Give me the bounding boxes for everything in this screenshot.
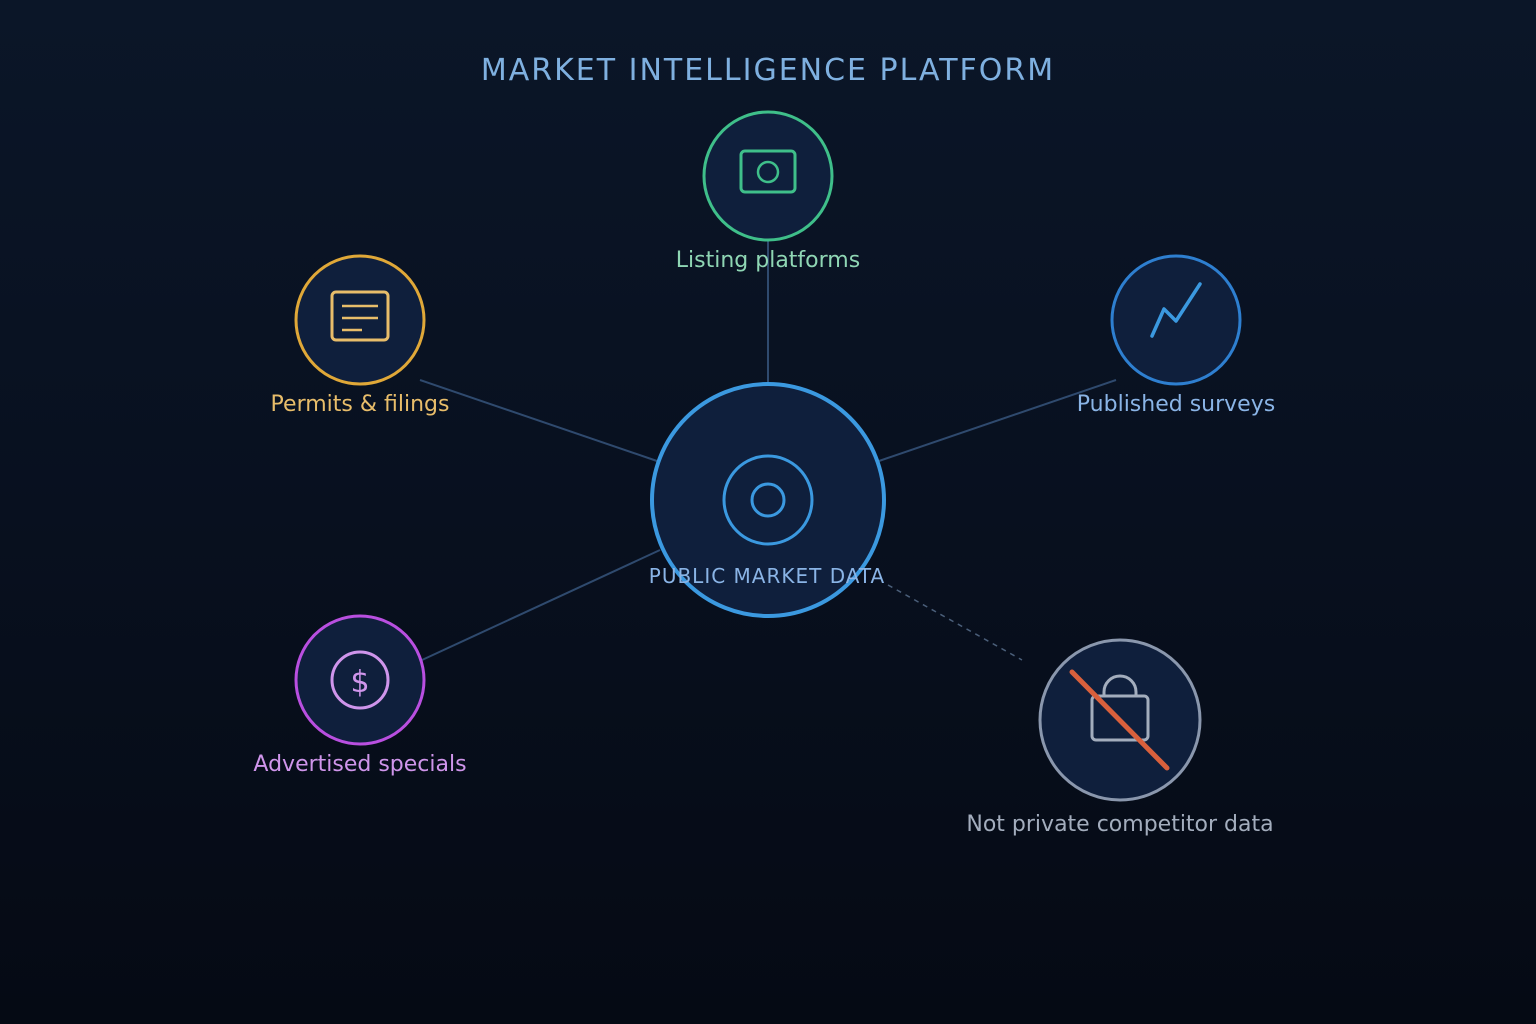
node-permits-label: Permits & filings — [271, 392, 450, 417]
node-advertised-specials: $ Advertised specials — [253, 614, 467, 777]
connectors — [419, 240, 1117, 661]
connector-excluded-dashed — [887, 584, 1023, 661]
node-permits-filings: Permits & filings — [271, 254, 450, 417]
node-specials-label: Advertised specials — [253, 752, 466, 777]
lock-crossed-icon — [1069, 669, 1170, 771]
trend-line-icon — [1150, 282, 1202, 338]
node-listing-platforms: Listing platforms — [676, 110, 860, 273]
svg-text:$: $ — [350, 665, 369, 700]
dollar-icon: $ — [330, 650, 390, 710]
node-published-surveys: Published surveys — [1077, 254, 1275, 417]
connector-surveys — [878, 379, 1117, 462]
connector-specials — [421, 549, 661, 661]
target-icon — [722, 454, 814, 546]
node-specials-ring — [294, 614, 426, 746]
node-listing-ring — [702, 110, 834, 242]
center-hub: PUBLIC MARKET DATA — [649, 382, 886, 618]
prohibited-slash — [1069, 669, 1170, 771]
node-not-private-competitor-data: Not private competitor data — [966, 638, 1274, 837]
node-permits-ring — [294, 254, 426, 386]
node-excluded-label: Not private competitor data — [966, 812, 1273, 837]
page-title: MARKET INTELLIGENCE PLATFORM — [481, 53, 1055, 88]
center-hub-ring — [650, 382, 886, 618]
listing-card-icon — [739, 149, 797, 194]
center-hub-label: PUBLIC MARKET DATA — [649, 564, 885, 588]
node-surveys-label: Published surveys — [1077, 392, 1275, 417]
node-listing-label: Listing platforms — [676, 248, 860, 273]
connector-permits — [419, 379, 658, 462]
document-icon — [330, 290, 390, 342]
